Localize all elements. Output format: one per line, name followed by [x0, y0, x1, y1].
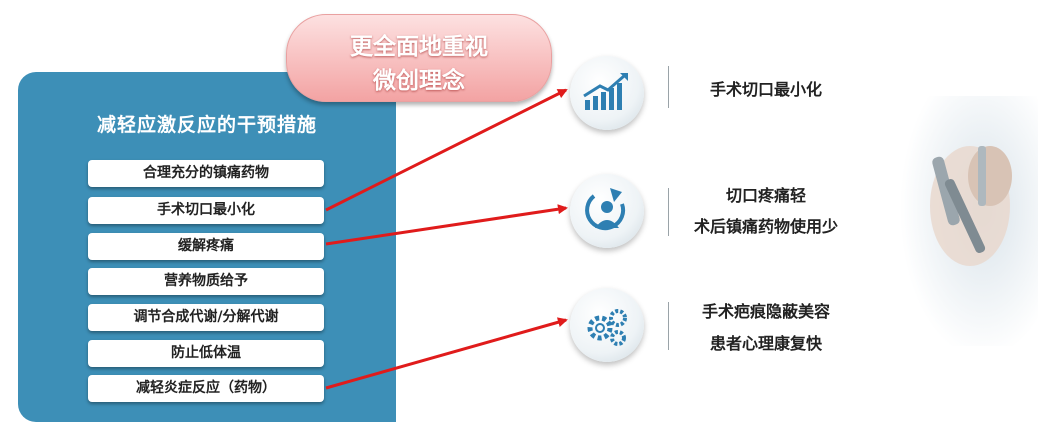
intervention-item: 防止低体温 [88, 340, 324, 367]
chart-growth-icon [570, 56, 644, 130]
divider [668, 66, 669, 108]
benefit-text-3a: 手术疤痕隐蔽美容 [701, 302, 830, 321]
benefit-text-2b: 术后镇痛药物使用少 [693, 217, 838, 236]
arrow-to-benefit-2 [325, 204, 568, 246]
intervention-item: 减轻炎症反应（药物） [88, 375, 324, 402]
intervention-item: 合理充分的镇痛药物 [88, 160, 324, 187]
benefit-text-2a: 切口疼痛轻 [725, 186, 806, 205]
benefit-text-3b: 患者心理康复快 [709, 334, 822, 353]
banner-line-1: 更全面地重视 [350, 34, 488, 60]
panel-title: 减轻应激反应的干预措施 [96, 114, 317, 136]
benefit-text-1: 手术切口最小化 [709, 80, 822, 99]
person-refresh-icon [570, 174, 644, 248]
divider [668, 302, 669, 350]
intervention-item: 调节合成代谢/分解代谢 [88, 304, 324, 331]
intervention-item: 手术切口最小化 [88, 197, 324, 224]
arrow-to-benefit-1 [325, 88, 568, 212]
surgical-instruments-image [900, 96, 1038, 346]
intervention-item: 缓解疼痛 [88, 233, 324, 260]
banner-line-2: 微创理念 [373, 68, 465, 94]
intervention-item: 营养物质给予 [88, 268, 324, 295]
divider [668, 188, 669, 236]
arrow-to-benefit-3 [325, 317, 568, 390]
concept-banner: 更全面地重视 微创理念 [286, 14, 552, 102]
gears-icon [570, 288, 644, 362]
